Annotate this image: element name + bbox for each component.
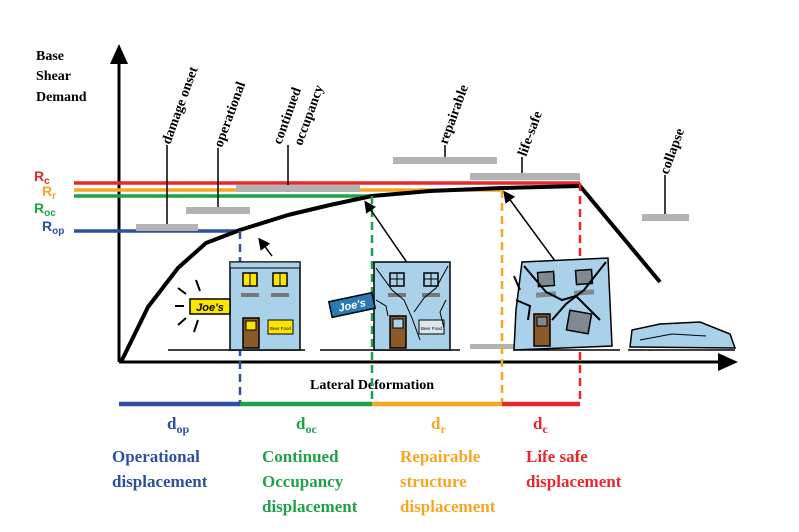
- caption-operational: Operational displacement: [112, 447, 208, 491]
- window-ledge: [535, 291, 557, 298]
- x-axis-arrow: [718, 353, 738, 371]
- displacement-captions: Operational displacement Continued Occup…: [112, 447, 622, 516]
- door-sign-text: Beer Food: [270, 326, 292, 331]
- operational-bar: [186, 207, 250, 214]
- building-life-safe: [513, 257, 613, 351]
- building-wall: [229, 261, 301, 351]
- window-ledge: [271, 293, 289, 297]
- window-ledge: [388, 293, 406, 297]
- door-window: [392, 318, 404, 329]
- building-operational: Beer Food Joe's: [175, 261, 301, 351]
- arrow-op: [258, 237, 273, 257]
- demand-label-rr: Rr: [42, 183, 56, 202]
- shop-sign: [189, 298, 231, 315]
- displacement-symbol-dc: dc: [533, 414, 548, 436]
- curve-arrows: [258, 190, 559, 266]
- y-axis-label-line: Shear: [36, 69, 71, 84]
- arrow-r: [503, 190, 559, 266]
- arrow-oc: [364, 200, 409, 265]
- level-label-collapse: collapse: [658, 127, 688, 177]
- door-window: [245, 320, 257, 331]
- tilted-shop-sign: Joe's: [327, 291, 377, 319]
- level-label-damage-onset: damage onset: [160, 65, 202, 147]
- axes: [110, 44, 738, 371]
- y-axis-label-line: Base: [36, 49, 64, 64]
- demand-label-roc: Roc: [34, 200, 56, 219]
- capacity-curve: [119, 184, 662, 363]
- level-label-life-safe: life-safe: [516, 109, 546, 158]
- window-ledge: [241, 293, 259, 297]
- displacement-symbol-dr: dr: [431, 414, 446, 436]
- performance-bars: [136, 157, 689, 349]
- collapse-bar: [642, 214, 689, 221]
- level-label-continued-occupancy: continuedoccupancy: [271, 76, 327, 153]
- sign-glow-rays: [175, 279, 201, 333]
- life-safe-bar: [470, 173, 580, 180]
- window-ledge: [422, 293, 440, 297]
- door-sign-text: Beer Food: [421, 326, 443, 331]
- shop-sign-text: Joe's: [337, 297, 367, 314]
- window: [536, 270, 556, 288]
- building-cracks: [375, 265, 449, 341]
- displacement-symbol-dop: dop: [167, 414, 189, 436]
- demand-label-rc: Rc: [34, 168, 50, 187]
- caption-life-safe: Life safe displacement: [526, 447, 622, 491]
- demand-labels: Rc Rr Roc Rop: [34, 168, 64, 237]
- displacement-symbol-doc: doc: [296, 414, 317, 436]
- rubble-block: [565, 309, 593, 335]
- repairable-bar: [393, 157, 497, 164]
- building-continued-occupancy: Beer Food Joe's: [327, 261, 451, 351]
- level-label-repairable: repairable: [437, 83, 472, 146]
- level-ticks: [166, 145, 666, 224]
- shop-sign: [327, 291, 377, 319]
- rubble-line: [639, 333, 707, 341]
- y-axis-arrow: [110, 44, 128, 64]
- y-axis-label-line: Demand: [36, 90, 87, 105]
- caption-continued-occupancy: Continued Occupancy displacement: [262, 447, 358, 516]
- demand-label-rop: Rop: [42, 218, 64, 237]
- displacement-symbols: dop doc dr dc: [167, 414, 548, 436]
- building-cracks: [513, 261, 607, 321]
- window: [574, 268, 594, 286]
- building-cap: [229, 261, 301, 269]
- damage-onset-bar: [136, 224, 198, 231]
- caption-repairable: Repairable structure displacement: [400, 447, 496, 516]
- level-label-operational: operational: [212, 80, 250, 150]
- ground-bar: [470, 344, 516, 349]
- continued-occupancy-bar: [236, 185, 360, 192]
- door-window: [536, 316, 548, 327]
- shop-sign-text: Joe's: [196, 302, 224, 314]
- y-axis-label: Base Shear Demand: [36, 49, 87, 105]
- door-sign: [267, 319, 294, 335]
